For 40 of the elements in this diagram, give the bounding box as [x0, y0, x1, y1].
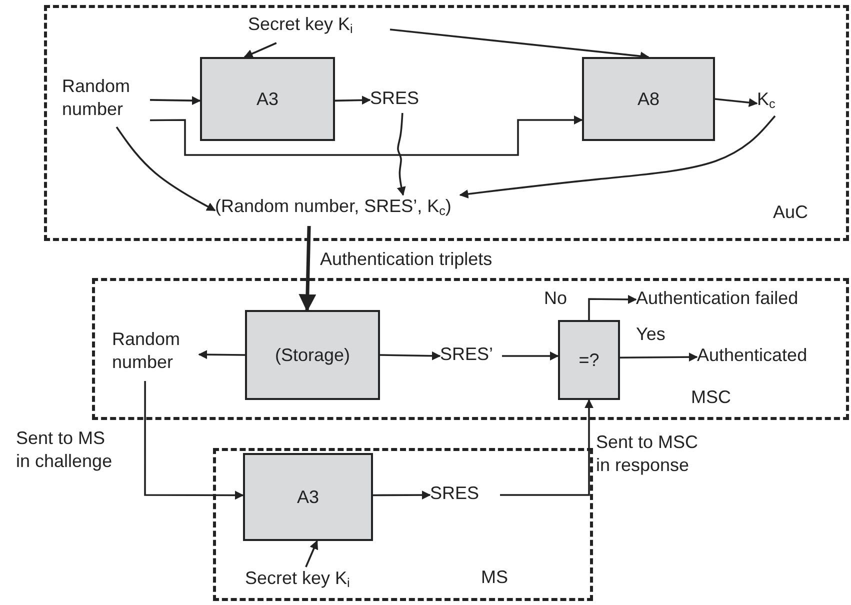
group-label: MS: [481, 567, 508, 588]
arrow: [244, 42, 277, 58]
dashed-group-border: [92, 278, 849, 420]
arrow: [298, 226, 316, 312]
dashed-group-border: [213, 448, 593, 601]
process-box: A8: [582, 57, 715, 141]
arrow: [116, 126, 216, 212]
arrow: [380, 351, 441, 360]
dashed-group-border: [44, 5, 849, 241]
arrow: [714, 98, 758, 108]
arrow: [373, 490, 431, 500]
process-box: A3: [243, 453, 373, 541]
text-label: Random number: [62, 75, 150, 127]
arrow: [334, 96, 371, 105]
text-label: (Random number, SRES’, K$_{c}$): [215, 195, 500, 226]
text-label: Authenticated: [697, 344, 840, 370]
arrow: [198, 350, 245, 360]
arrow: [588, 294, 637, 320]
arrow: [150, 116, 583, 156]
text-label: Random number: [112, 328, 199, 381]
group-label: MSC: [691, 387, 731, 408]
process-box: A3: [200, 57, 335, 141]
text-label: SRES: [430, 482, 500, 508]
arrow: [144, 381, 244, 500]
text-label: Secret key K$_{i}$: [248, 13, 390, 43]
text-label: SRES’: [440, 343, 502, 369]
text-label: Secret key K$_{i}$: [245, 567, 390, 597]
arrow: [502, 352, 559, 360]
text-label: K$_{c}$: [757, 88, 787, 116]
arrow: [459, 115, 776, 198]
arrow: [500, 399, 594, 496]
arrow: [150, 96, 201, 106]
arrow: [620, 352, 698, 362]
process-box: (Storage): [245, 310, 380, 400]
process-box: =?: [558, 320, 620, 400]
text-label: SRES: [370, 87, 442, 113]
group-label: AuC: [773, 202, 808, 223]
text-label: Authentication failed: [636, 287, 846, 312]
arrow: [305, 540, 318, 568]
arrow: [396, 112, 406, 196]
